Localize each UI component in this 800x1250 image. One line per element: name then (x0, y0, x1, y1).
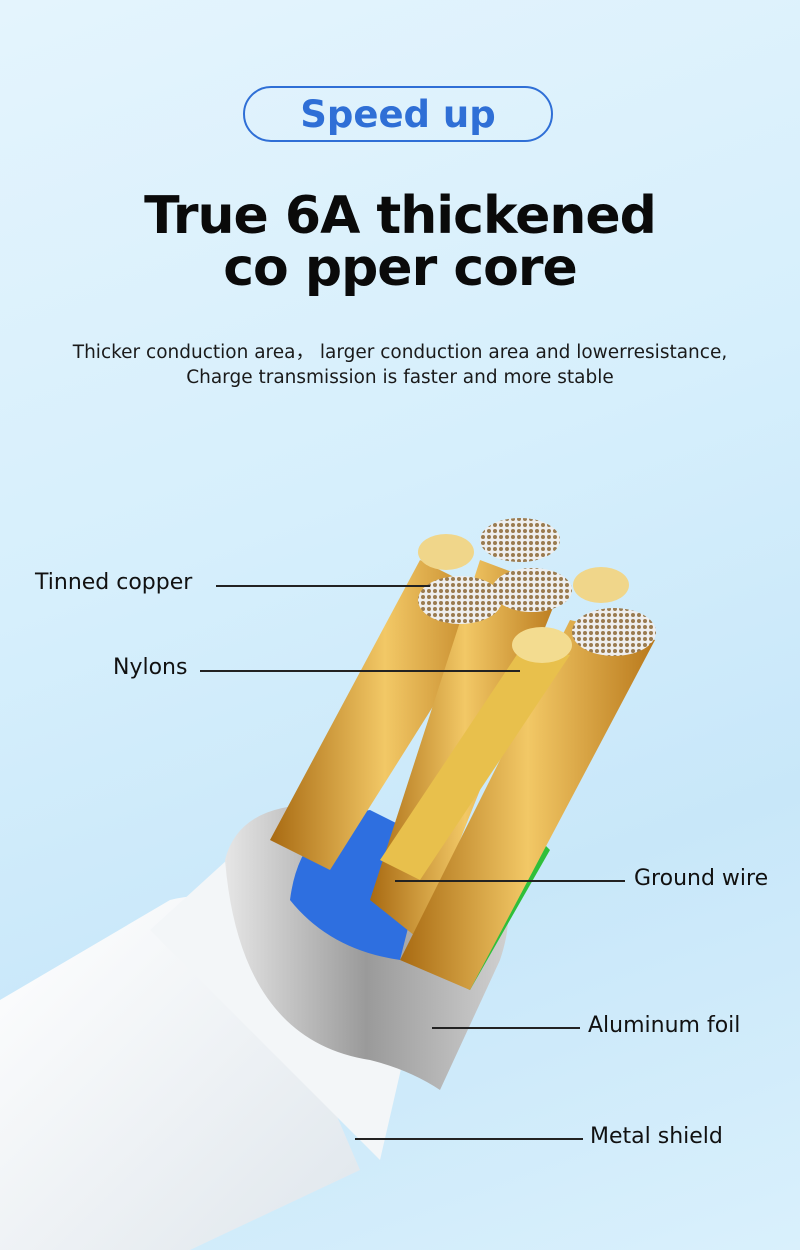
subtitle-line-1: Thicker conduction area， larger conducti… (72, 342, 728, 363)
copper-strands (270, 518, 656, 990)
pointer-line (355, 1138, 583, 1140)
speed-up-badge: Speed up (243, 86, 553, 142)
label-metal-shield: Metal shield (590, 1124, 723, 1149)
pointer-line (432, 1027, 580, 1029)
label-aluminum-foil: Aluminum foil (588, 1013, 741, 1038)
label-nylons: Nylons (113, 655, 188, 680)
subtitle: Thicker conduction area， larger conducti… (0, 340, 800, 390)
label-ground-wire: Ground wire (634, 866, 769, 891)
label-tinned-copper: Tinned copper (35, 570, 193, 595)
pointer-line (200, 670, 520, 672)
pointer-line (395, 880, 625, 882)
pointer-line (216, 585, 430, 587)
page-title: True 6A thickened co pper core (0, 190, 800, 294)
title-line-2: co pper core (223, 238, 578, 298)
subtitle-line-2: Charge transmission is faster and more s… (186, 367, 614, 388)
title-line-1: True 6A thickened (144, 186, 657, 246)
